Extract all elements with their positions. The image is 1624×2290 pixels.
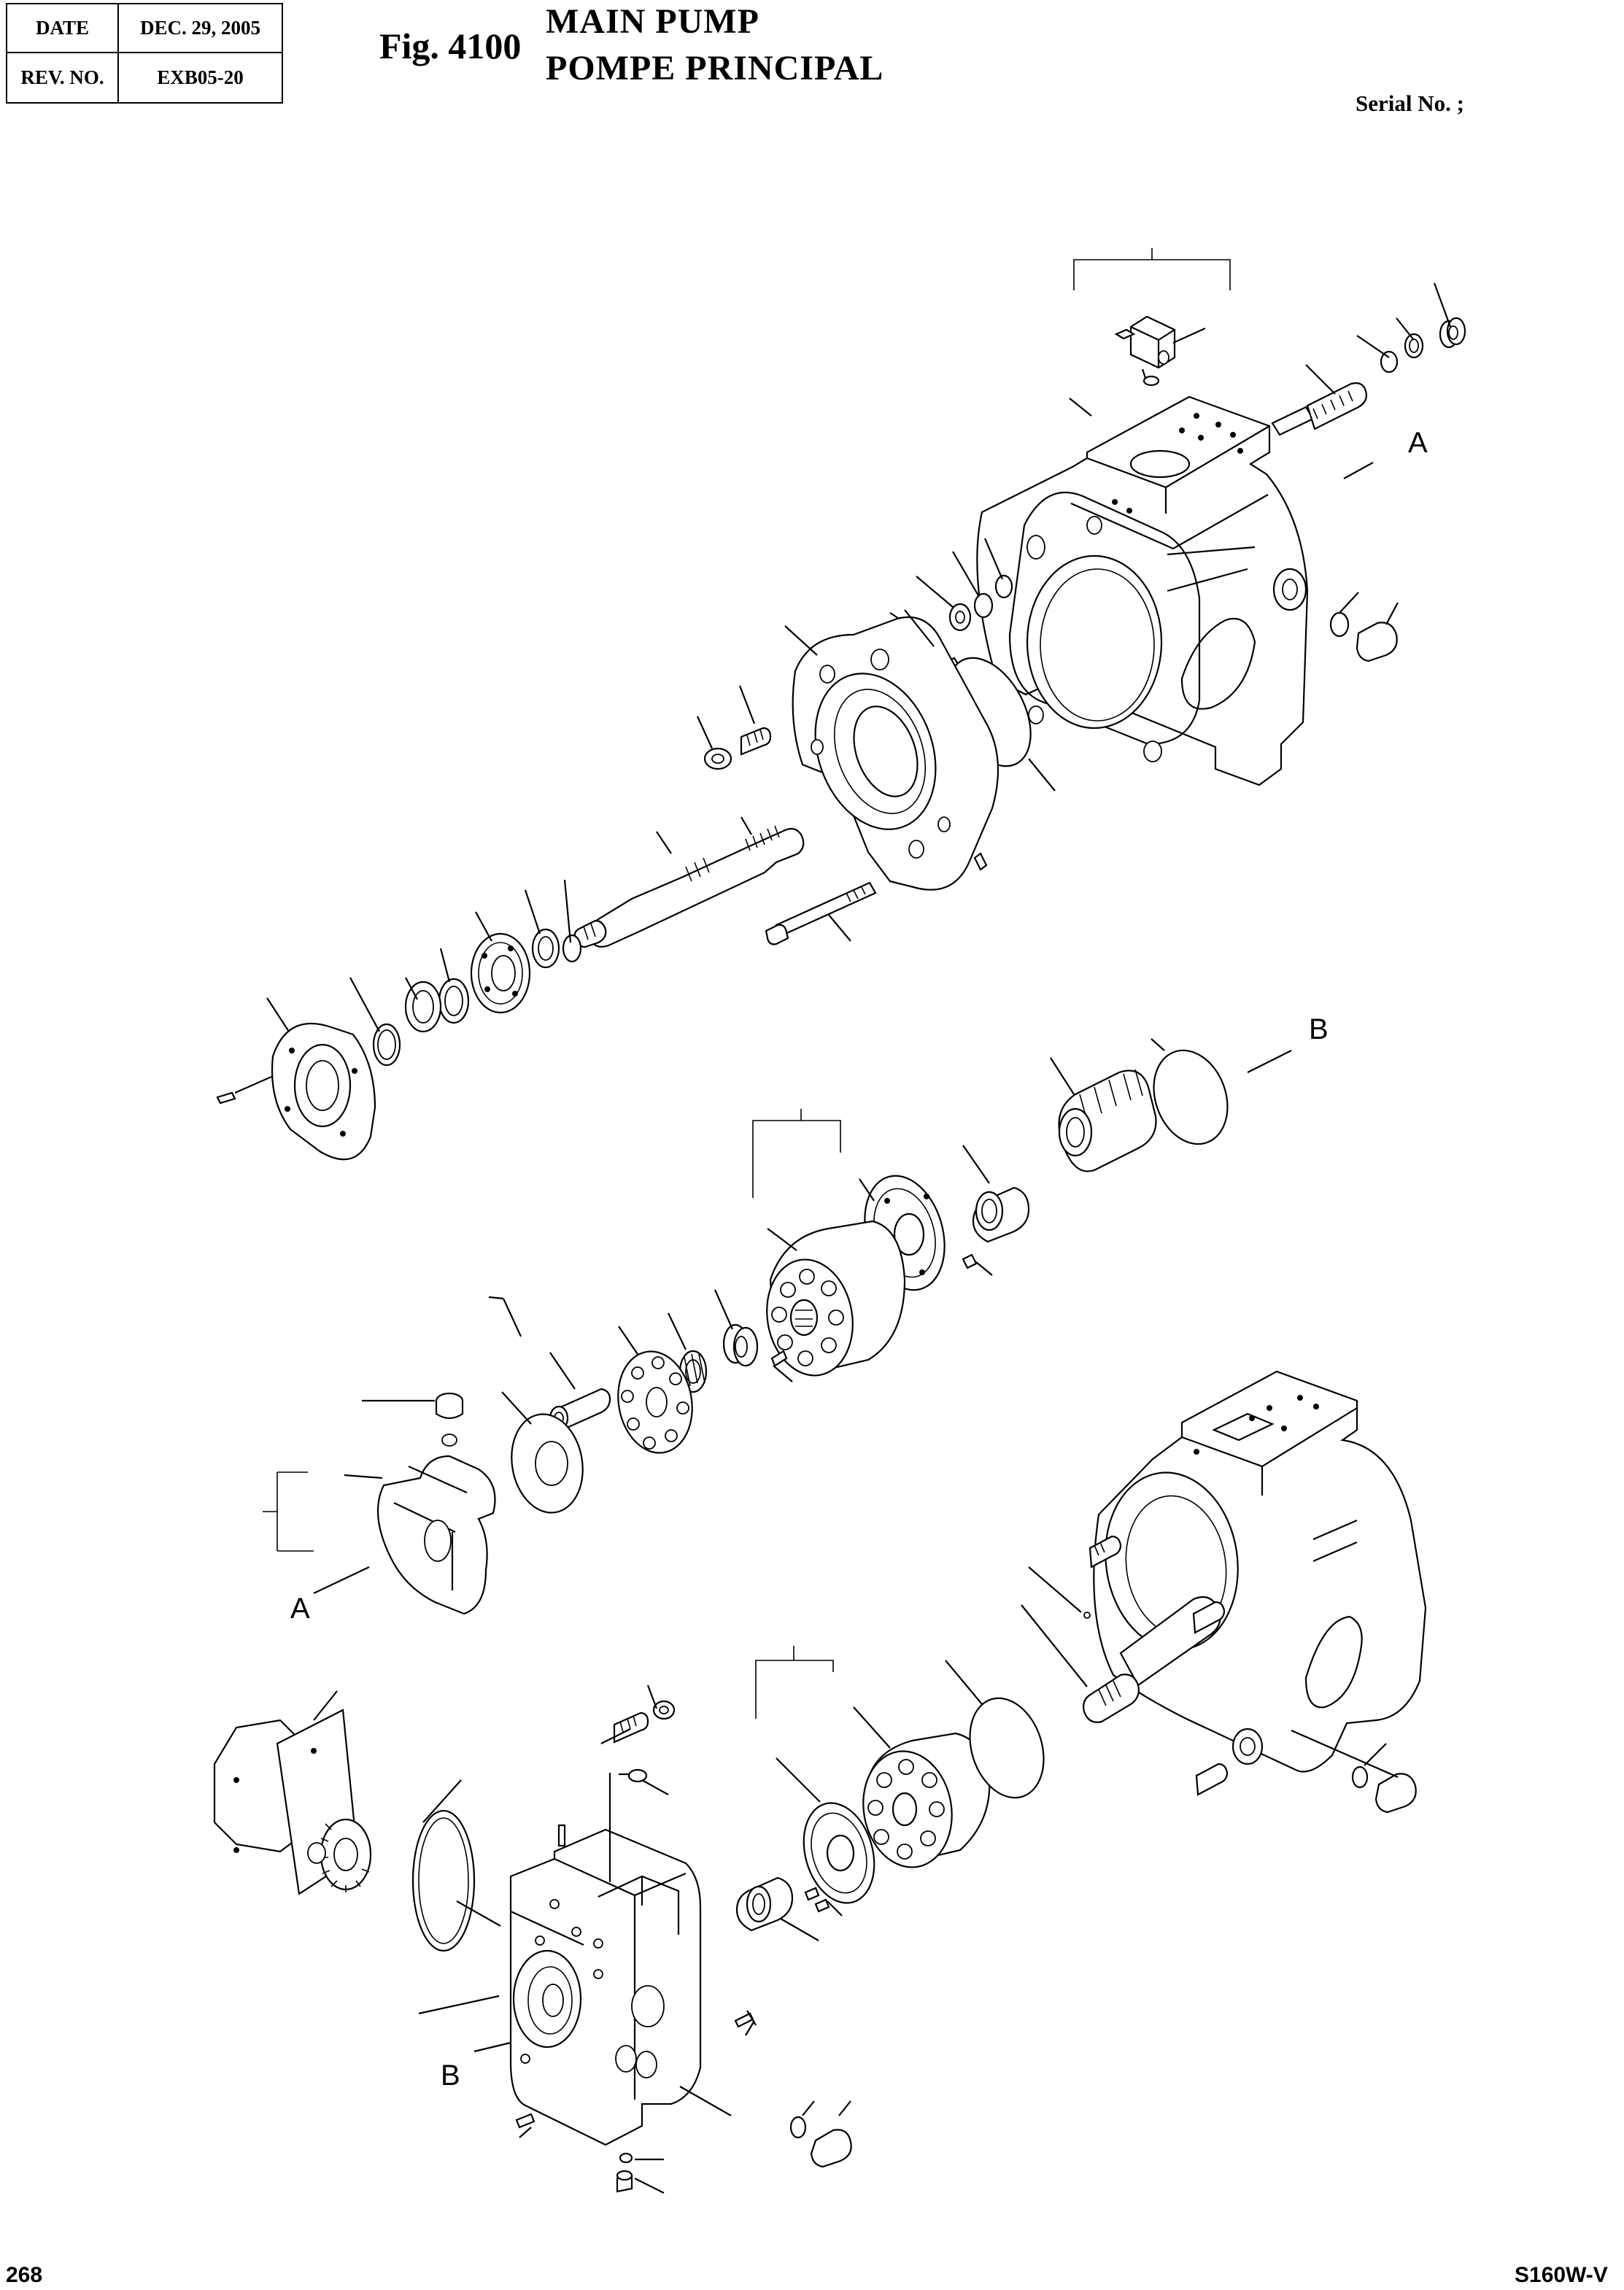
valve-plate-lower [776, 1757, 875, 1913]
needle-bearing-lower [735, 1876, 843, 1941]
retainer-plate [617, 1350, 693, 1454]
date-row: DATE DEC. 29, 2005 [7, 4, 282, 53]
shoe-plate [488, 1296, 584, 1514]
gear-pump [213, 1690, 372, 1895]
group-bracket-top [1073, 248, 1231, 290]
serial-number-label: Serial No. ; [1356, 90, 1464, 116]
spline-coupling [1050, 1057, 1157, 1172]
spherical-bush [618, 1289, 793, 1393]
o-ring-mid [1151, 1038, 1292, 1145]
set-screw-nut [696, 685, 772, 770]
swash-plate [344, 1392, 496, 1615]
group-bracket-mid [752, 1109, 841, 1198]
cylinder-block-lower [853, 1706, 991, 1868]
model-code: S160W-V [1515, 2263, 1608, 2287]
leader-a-top [1343, 462, 1374, 479]
bolt-long [765, 881, 877, 945]
revision-label: REV. NO. [7, 53, 119, 102]
assembled-pump [1021, 1370, 1427, 1796]
title-english: MAIN PUMP [546, 2, 759, 41]
figure-number: Fig. 4100 [379, 26, 522, 66]
ref-mark-a-top: A [1408, 427, 1428, 459]
ref-mark-b-bottom: B [441, 2059, 460, 2092]
leader-b-bottom [473, 2041, 511, 2053]
date-value: DEC. 29, 2005 [139, 17, 260, 39]
group-bracket-lower [755, 1646, 834, 1719]
ref-mark-a-mid: A [290, 1593, 310, 1625]
leader-a-mid [313, 1566, 370, 1594]
date-label: DATE [7, 4, 119, 52]
drive-shaft [573, 816, 805, 948]
valve-block [1114, 315, 1206, 387]
bearing-stack [349, 879, 582, 1067]
cylinder-block-mid [766, 1220, 906, 1377]
group-bracket-swash [263, 1471, 314, 1552]
plug-right-top [1329, 592, 1399, 662]
seal-cover [216, 997, 376, 1161]
end-cover-fittings [515, 1684, 852, 2194]
front-cover [784, 609, 999, 891]
page-number: 268 [6, 2263, 43, 2287]
revision-table: DATE DEC. 29, 2005 REV. NO. EXB05-20 [6, 3, 283, 104]
title-french: POMPE PRINCIPAL [546, 49, 884, 88]
o-ring-lower [945, 1660, 1045, 1799]
gasket-oval [411, 1779, 501, 1952]
ref-mark-b-top: B [1309, 1013, 1329, 1045]
adjusting-screw [1271, 282, 1466, 436]
pump-housing [976, 395, 1309, 786]
plug-lower-right [1291, 1729, 1417, 1814]
end-cover [418, 1773, 702, 2146]
revision-value: EXB05-20 [157, 66, 244, 88]
needle-bearing-mid [962, 1145, 1030, 1243]
revision-row: REV. NO. EXB05-20 [7, 53, 282, 102]
